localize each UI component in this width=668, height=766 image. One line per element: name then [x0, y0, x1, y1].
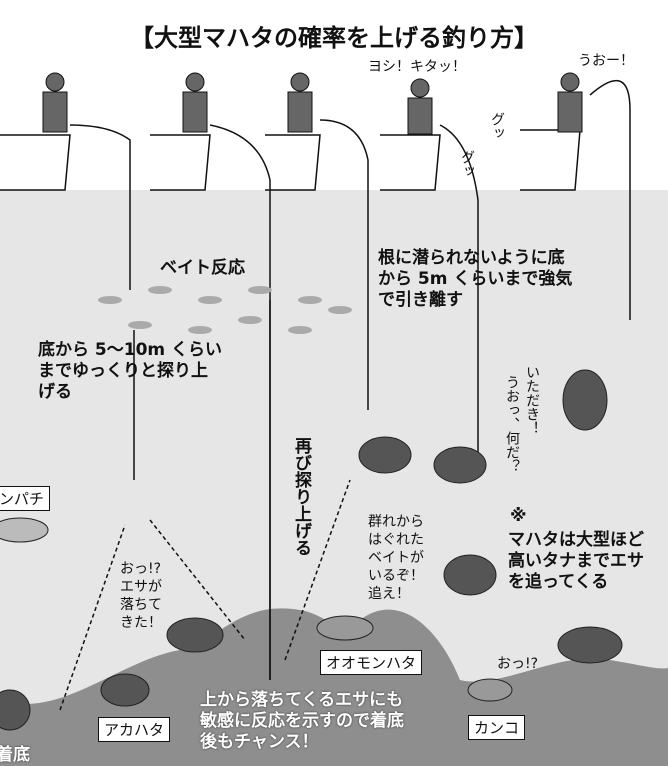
uoo-callout: うおー！ — [578, 53, 634, 69]
page-title: 【大型マハタの確率を上げる釣り方】 — [130, 24, 538, 52]
note-line: 高いタナまでエサ — [508, 551, 644, 571]
stray-bait-line: 群れから — [368, 514, 424, 530]
label-oomonhata: オオモンハタ — [320, 650, 423, 675]
pull-away-line: から 5m くらいまで強気 — [378, 269, 573, 289]
stray-bait-line: 追え！ — [368, 586, 410, 602]
arrows — [59, 479, 351, 711]
note-line: を追ってくる — [508, 572, 609, 592]
stray-bait-line: いるぞ！ — [368, 568, 424, 584]
sfx-gugu: グッ — [489, 112, 505, 140]
pull-away-line: 根に潜られないように底 — [378, 248, 565, 268]
label-kanpachi: カンパチ — [0, 486, 51, 511]
bait-school — [98, 286, 352, 334]
label-kanko: カンコ — [468, 715, 526, 740]
lift-again-label: 再び探り上げる — [291, 437, 311, 556]
slow-lift-line: までゆっくりと探り上 — [38, 361, 208, 381]
stray-bait-line: ベイトが — [368, 550, 424, 566]
touch-bottom-label: 着底 — [0, 745, 30, 765]
slow-lift-line: げる — [38, 382, 72, 402]
bait-fell-line: おっ!? — [120, 561, 162, 577]
bait-fell-line: 落ちて — [120, 597, 162, 613]
sensitive-line: 上から落ちてくるエサにも — [200, 690, 404, 710]
note-line: マハタは大型ほど — [508, 530, 644, 550]
anglers — [42, 72, 583, 135]
pull-away-line: で引き離す — [378, 290, 463, 310]
note-mark: ※ — [510, 506, 527, 526]
bait-fell-line: きた！ — [120, 615, 162, 631]
sensitive-line: 敏感に反応を示すので着底 — [200, 711, 404, 731]
fishing-lines — [69, 79, 631, 680]
bait-reaction-label: ベイト反応 — [160, 258, 245, 278]
sfx-gu: グッ — [459, 150, 475, 178]
what-callout: うおっ、何だ？ — [504, 375, 520, 473]
bait-fell-line: エサが — [120, 579, 162, 595]
sensitive-line: 後もチャンス！ — [200, 732, 319, 752]
got-it-callout: いただき！ — [524, 365, 540, 435]
slow-lift-line: 底から 5〜10m くらい — [38, 340, 223, 360]
oh-callout: おっ!? — [497, 656, 539, 672]
stray-bait-line: はぐれた — [368, 532, 424, 548]
label-akahata: アカハタ — [98, 717, 171, 742]
groupers — [0, 369, 623, 731]
hit-callout: ヨシ！キタッ！ — [368, 59, 466, 75]
boats — [0, 129, 581, 191]
